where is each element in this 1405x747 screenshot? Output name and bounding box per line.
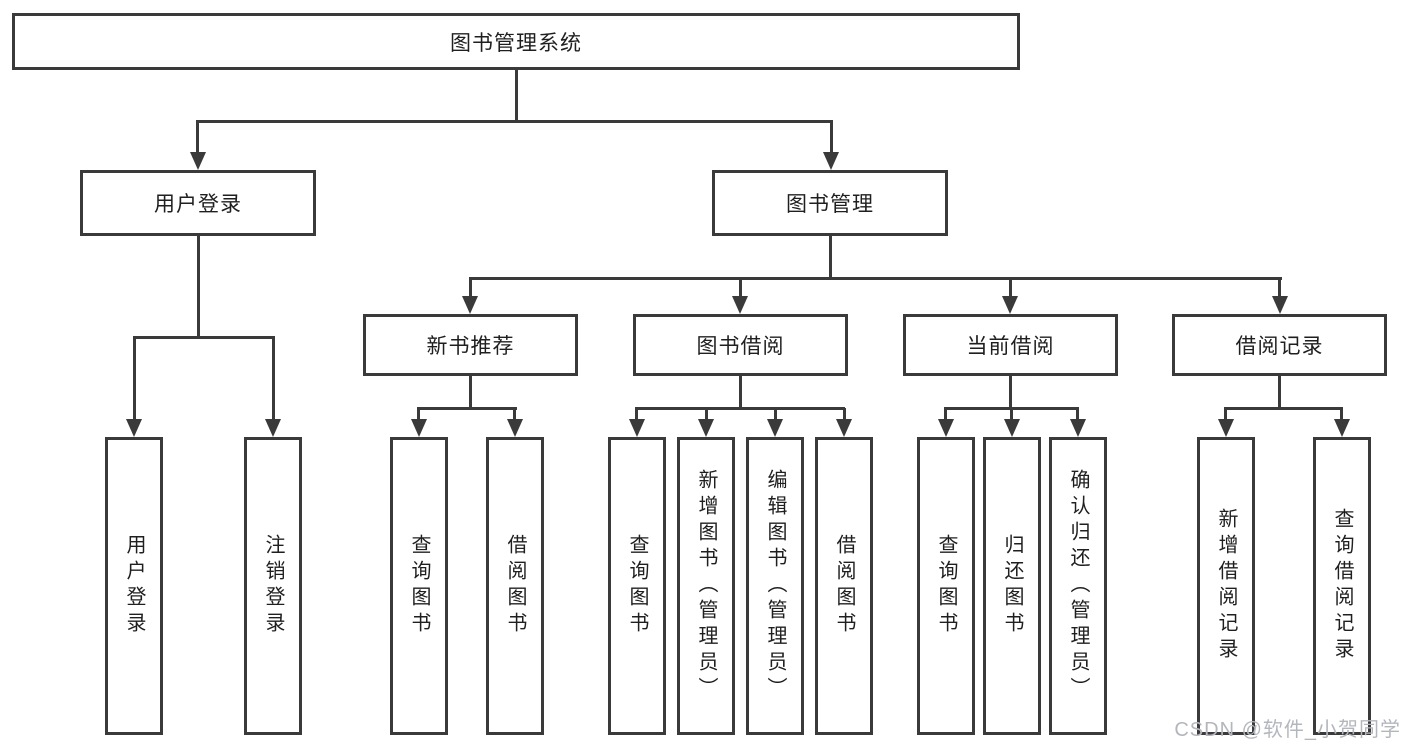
node-library-management-system: 图书管理系统 [12, 13, 1020, 70]
leaf-rec-borrow-book: 借阅图书 [486, 437, 544, 735]
leaf-label: 查询借阅记录 [1331, 508, 1353, 664]
leaf-label: 确认归还（管理员） [1067, 469, 1089, 703]
leaf-label: 用户登录 [123, 534, 145, 638]
leaf-current-query-book: 查询图书 [917, 437, 975, 735]
node-label: 图书借阅 [696, 335, 785, 358]
leaf-confirm-return-admin: 确认归还（管理员） [1049, 437, 1107, 735]
connector-stem [705, 408, 708, 421]
node-new-book-recommendation: 新书推荐 [363, 314, 578, 376]
connector-stem [1010, 408, 1013, 421]
leaf-logout: 注销登录 [244, 437, 302, 735]
arrowhead-icon [507, 419, 523, 437]
connector-book-mgmt-stub [829, 234, 832, 279]
connector-root-stub [515, 68, 518, 122]
arrowhead-icon [1002, 296, 1018, 314]
node-label: 新书推荐 [426, 335, 515, 358]
leaf-label: 查询图书 [408, 534, 430, 638]
arrowhead-icon [265, 419, 281, 437]
connector-stem [635, 408, 638, 421]
connector-stem [272, 337, 275, 421]
connector-stem [739, 278, 742, 298]
connector-stem [513, 408, 516, 421]
leaf-borrow-book: 借阅图书 [815, 437, 873, 735]
arrowhead-icon [836, 419, 852, 437]
arrowhead-icon [1218, 419, 1234, 437]
node-label: 借阅记录 [1235, 335, 1324, 358]
node-book-borrowing: 图书借阅 [633, 314, 848, 376]
connector-stem [1009, 278, 1012, 298]
leaf-label: 编辑图书（管理员） [764, 469, 786, 703]
connector-stem [774, 408, 777, 421]
node-label: 当前借阅 [966, 335, 1055, 358]
connector-stem [469, 278, 472, 298]
leaf-label: 借阅图书 [504, 534, 526, 638]
arrowhead-icon [732, 296, 748, 314]
leaf-label: 新增借阅记录 [1215, 508, 1237, 664]
connector-stub [1009, 374, 1012, 409]
arrowhead-icon [411, 419, 427, 437]
leaf-label: 归还图书 [1001, 534, 1023, 638]
connector-rail [417, 407, 517, 410]
connector-stem [417, 408, 420, 421]
leaf-add-borrow-record: 新增借阅记录 [1197, 437, 1255, 735]
connector-stem [830, 121, 833, 154]
connector-stem [1224, 408, 1227, 421]
connector-stem [1278, 278, 1281, 298]
csdn-watermark: CSDN @软件_小贺同学 [1174, 719, 1401, 741]
connector-user-login-stub [197, 234, 200, 338]
arrowhead-icon [698, 419, 714, 437]
connector-stem [1076, 408, 1079, 421]
connector-level3-rail [469, 277, 1282, 280]
connector-rail [635, 407, 845, 410]
connector-stem [196, 121, 199, 154]
node-book-management: 图书管理 [712, 170, 948, 236]
leaf-user-login: 用户登录 [105, 437, 163, 735]
arrowhead-icon [462, 296, 478, 314]
arrowhead-icon [190, 152, 206, 170]
arrowhead-icon [938, 419, 954, 437]
connector-stem [1340, 408, 1343, 421]
connector-user-login-rail [133, 336, 275, 339]
connector-rail [1224, 407, 1343, 410]
connector-stub [469, 374, 472, 409]
leaf-return-book: 归还图书 [983, 437, 1041, 735]
node-user-login: 用户登录 [80, 170, 316, 236]
arrowhead-icon [629, 419, 645, 437]
leaf-query-borrow-record: 查询借阅记录 [1313, 437, 1371, 735]
leaf-label: 查询图书 [935, 534, 957, 638]
connector-stem [944, 408, 947, 421]
node-label: 图书管理系统 [450, 31, 582, 55]
connector-level2-rail [196, 120, 833, 123]
leaf-add-book-admin: 新增图书（管理员） [677, 437, 735, 735]
node-current-borrowing: 当前借阅 [903, 314, 1118, 376]
arrowhead-icon [126, 419, 142, 437]
connector-stub [1278, 374, 1281, 409]
arrowhead-icon [823, 152, 839, 170]
leaf-edit-book-admin: 编辑图书（管理员） [746, 437, 804, 735]
arrowhead-icon [1004, 419, 1020, 437]
node-label: 图书管理 [786, 193, 874, 216]
leaf-label: 借阅图书 [833, 534, 855, 638]
arrowhead-icon [1272, 296, 1288, 314]
leaf-label: 新增图书（管理员） [695, 469, 717, 703]
node-borrowing-records: 借阅记录 [1172, 314, 1387, 376]
leaf-label: 注销登录 [262, 534, 284, 638]
leaf-rec-query-book: 查询图书 [390, 437, 448, 735]
connector-stem [133, 337, 136, 421]
leaf-label: 查询图书 [626, 534, 648, 638]
arrowhead-icon [767, 419, 783, 437]
connector-stub [739, 374, 742, 409]
arrowhead-icon [1070, 419, 1086, 437]
leaf-borrow-query-book: 查询图书 [608, 437, 666, 735]
arrowhead-icon [1334, 419, 1350, 437]
connector-stem [843, 408, 846, 421]
node-label: 用户登录 [154, 193, 242, 216]
